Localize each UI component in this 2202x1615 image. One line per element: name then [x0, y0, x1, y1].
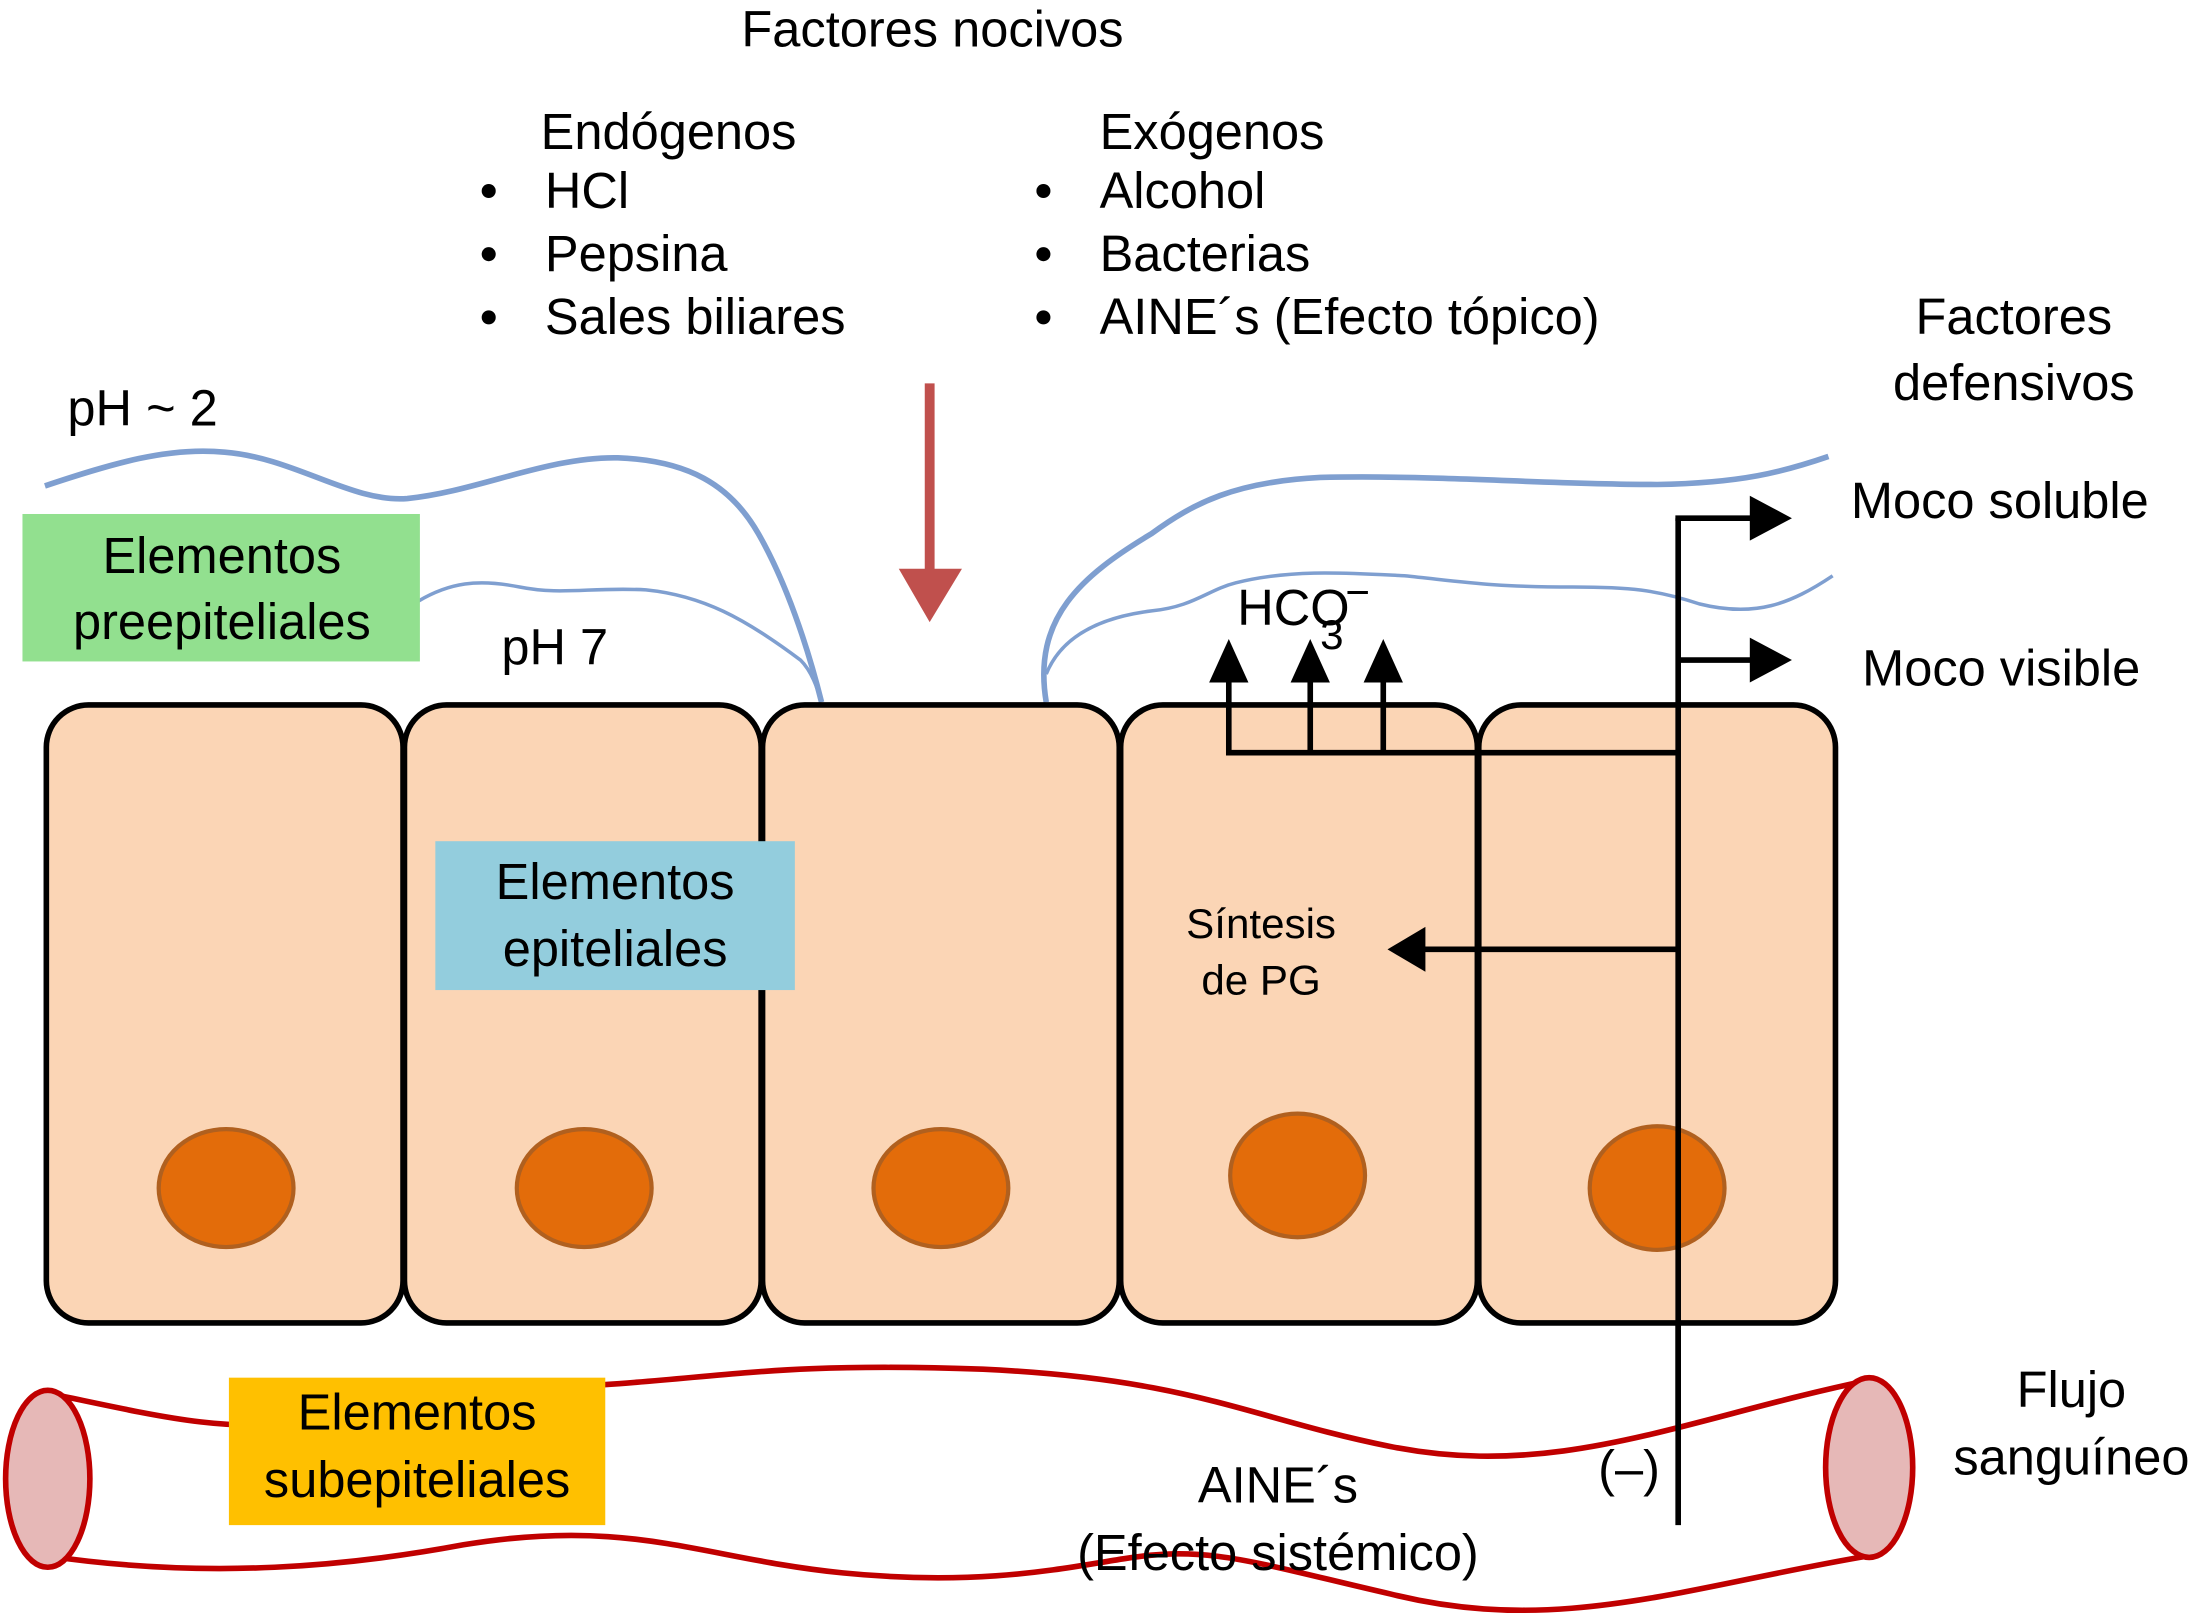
endogenos-item-hcl: HCl: [545, 162, 629, 219]
flujo-line1: Flujo: [2017, 1361, 2127, 1418]
cell-nuclei: [156, 1111, 1727, 1252]
epithelial-cell: [1475, 702, 1839, 1326]
noxious-arrow-icon: [898, 383, 962, 623]
defensivos-line1: Factores: [1915, 288, 2112, 345]
endogenos-item-sales-biliares: Sales biliares: [545, 288, 846, 345]
svg-text:−: −: [1345, 569, 1370, 616]
bullet-icon: [1036, 310, 1051, 325]
mucus-outer-left: [44, 448, 825, 703]
svg-text:preepiteliales: preepiteliales: [73, 593, 371, 650]
svg-text:3: 3: [1320, 611, 1343, 658]
label-preepiteliales: Elementos preepiteliales: [22, 513, 420, 662]
nucleus: [871, 1126, 1011, 1250]
bullet-icon: [481, 310, 496, 325]
title-factores-nocivos: Factores nocivos: [741, 0, 1123, 57]
bullet-icon: [481, 183, 496, 199]
mucus-inner-right: [1044, 571, 1834, 675]
nucleus: [1228, 1111, 1368, 1240]
mucus-inner-left: [417, 581, 824, 703]
mucus-outer-right: [1041, 453, 1830, 703]
nucleus: [156, 1126, 296, 1250]
sintesis-line2: de PG: [1201, 956, 1320, 1003]
endogenos-item-pepsina: Pepsina: [545, 225, 729, 282]
arrow-moco-visible-icon: [1749, 637, 1792, 683]
exogenos-heading: Exógenos: [1100, 103, 1325, 160]
arrow-moco-soluble-icon: [1749, 495, 1792, 541]
nucleus: [1587, 1124, 1727, 1252]
ph-surface-label: pH 7: [501, 618, 608, 675]
bullet-icon: [1036, 183, 1051, 199]
vessel-end-left: [2, 1387, 93, 1571]
bullet-icon: [1036, 247, 1051, 262]
moco-visible-label: Moco visible: [1862, 639, 2140, 696]
defensivos-line2: defensivos: [1893, 354, 2135, 411]
hco3-label: HCO 3 −: [1237, 569, 1370, 658]
svg-text:Elementos: Elementos: [298, 1384, 537, 1441]
arrow-pg-icon: [1387, 926, 1426, 972]
bullet-icon: [481, 247, 496, 262]
arrow-hco3-icon: [1209, 638, 1249, 683]
arrow-hco3-icon: [1290, 638, 1330, 683]
epithelial-cells: [43, 702, 1839, 1326]
aines-sistemico-line2: (Efecto sistémico): [1077, 1524, 1479, 1581]
exogenos-item-bacterias: Bacterias: [1100, 225, 1311, 282]
flujo-line2: sanguíneo: [1953, 1429, 2189, 1486]
nucleus: [514, 1126, 654, 1250]
aines-sistemico-line1: AINE´s: [1198, 1457, 1358, 1514]
arrow-hco3-icon: [1363, 638, 1403, 683]
label-subepiteliales: Elementos subepiteliales: [228, 1377, 606, 1526]
svg-text:epiteliales: epiteliales: [503, 920, 728, 977]
ph-lumen-label: pH ~ 2: [67, 380, 217, 437]
endogenos-heading: Endógenos: [541, 103, 797, 160]
svg-text:Elementos: Elementos: [102, 527, 341, 584]
exogenos-item-aines-topico: AINE´s (Efecto tópico): [1100, 288, 1600, 345]
vessel-end-right: [1822, 1374, 1916, 1561]
label-epiteliales: Elementos epiteliales: [435, 841, 795, 991]
sintesis-line1: Síntesis: [1186, 900, 1336, 947]
exogenos-item-alcohol: Alcohol: [1100, 162, 1266, 219]
svg-text:HCO: HCO: [1237, 579, 1349, 636]
inhibition-sign: (–): [1598, 1440, 1660, 1497]
svg-text:Elementos: Elementos: [496, 853, 735, 910]
svg-text:subepiteliales: subepiteliales: [264, 1451, 570, 1508]
moco-soluble-label: Moco soluble: [1851, 472, 2149, 529]
